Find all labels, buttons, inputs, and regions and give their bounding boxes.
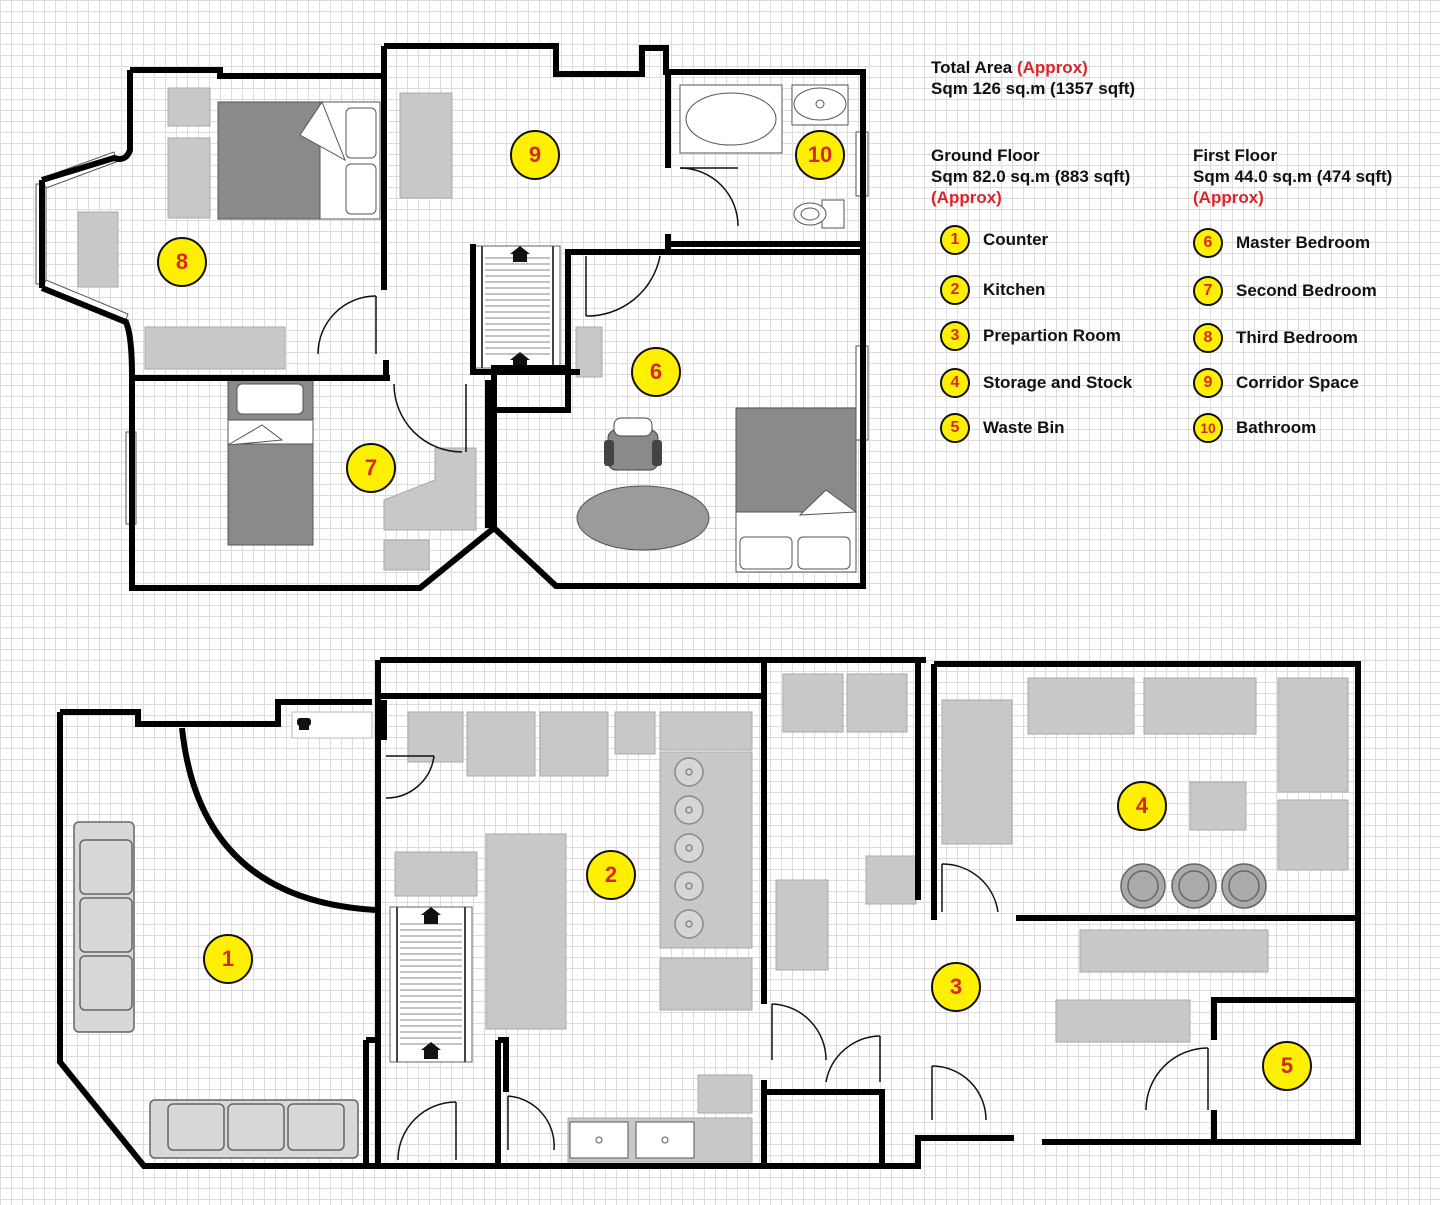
legend-item-third-bedroom: 8 Third Bedroom: [1193, 323, 1358, 353]
room-badge-5: 5: [1262, 1041, 1312, 1091]
legend-item-counter: 1 Counter: [940, 225, 1048, 255]
double-bed-room-8: [217, 100, 381, 220]
legend-badge-5: 5: [940, 413, 970, 443]
legend-item-storage: 4 Storage and Stock: [940, 368, 1132, 398]
legend-label: Kitchen: [983, 280, 1046, 299]
total-area-value: Sqm 126 sq.m (1357 sqft): [931, 79, 1136, 98]
room-badge-4: 4: [1117, 781, 1167, 831]
first-floor-summary: First Floor Sqm 44.0 sq.m (474 sqft) (Ap…: [1193, 145, 1392, 208]
legend-badge-1: 1: [940, 225, 970, 255]
room-badge-7: 7: [346, 443, 396, 493]
legend-badge-3: 3: [940, 321, 970, 351]
legend-item-bathroom: 10 Bathroom: [1193, 413, 1316, 443]
bathroom-fixtures: [679, 84, 849, 229]
ground-floor-plan: [57, 657, 1361, 1169]
legend-item-kitchen: 2 Kitchen: [940, 275, 1045, 305]
sofa-vertical: [73, 821, 135, 1033]
legend-item-waste-bin: 5 Waste Bin: [940, 413, 1065, 443]
legend-label: Counter: [983, 230, 1049, 249]
first-floor-plan: [35, 43, 869, 591]
legend-badge-2: 2: [940, 275, 970, 305]
telephone-icon: [297, 718, 311, 730]
sofa-horizontal: [149, 1099, 359, 1159]
ground-floor-area: Sqm 82.0 sq.m (883 sqft): [931, 167, 1131, 186]
legend-item-corridor-space: 9 Corridor Space: [1193, 368, 1359, 398]
first-floor-area: Sqm 44.0 sq.m (474 sqft): [1193, 167, 1393, 186]
legend-badge-7: 7: [1193, 276, 1223, 306]
first-floor-approx: (Approx): [1193, 188, 1264, 207]
legend-badge-9: 9: [1193, 368, 1223, 398]
legend-label: Second Bedroom: [1236, 281, 1377, 300]
total-area-label: Total Area: [931, 58, 1013, 77]
total-approx-label: (Approx): [1016, 58, 1088, 77]
legend-label: Prepartion Room: [983, 326, 1121, 345]
legend-badge-10: 10: [1193, 413, 1223, 443]
ground-floor-title: Ground Floor: [931, 146, 1040, 165]
stairs-first-floor: [474, 245, 561, 369]
legend-badge-6: 6: [1193, 228, 1223, 258]
legend-badge-4: 4: [940, 368, 970, 398]
legend-label: Master Bedroom: [1236, 233, 1371, 252]
single-bed-room-7: [227, 379, 314, 546]
legend-label: Bathroom: [1236, 418, 1317, 437]
room-badge-2: 2: [586, 850, 636, 900]
legend-label: Storage and Stock: [983, 373, 1133, 392]
double-bed-room-6: [576, 407, 858, 573]
room-badge-9: 9: [510, 130, 560, 180]
storage-barrels: [1120, 863, 1267, 909]
kitchen-sinks: [567, 1117, 753, 1163]
first-floor-title: First Floor: [1193, 146, 1278, 165]
ground-floor-approx: (Approx): [931, 188, 1002, 207]
ground-floor-summary: Ground Floor Sqm 82.0 sq.m (883 sqft) (A…: [931, 145, 1130, 208]
legend-label: Corridor Space: [1236, 373, 1359, 392]
room-badge-8: 8: [157, 237, 207, 287]
room-badge-1: 1: [203, 934, 253, 984]
cooking-range: [659, 751, 753, 949]
room-badge-3: 3: [931, 962, 981, 1012]
total-area-summary: Total Area (Approx) Sqm 126 sq.m (1357 s…: [931, 57, 1135, 99]
legend-label: Waste Bin: [983, 418, 1065, 437]
room-badge-6: 6: [631, 347, 681, 397]
legend-item-second-bedroom: 7 Second Bedroom: [1193, 276, 1377, 306]
legend-badge-8: 8: [1193, 323, 1223, 353]
legend-item-prepartion-room: 3 Prepartion Room: [940, 321, 1121, 351]
room-badge-10: 10: [795, 130, 845, 180]
armchair: [604, 417, 662, 471]
stairs-ground-floor: [389, 906, 473, 1063]
legend-item-master-bedroom: 6 Master Bedroom: [1193, 228, 1370, 258]
legend-label: Third Bedroom: [1236, 328, 1358, 347]
